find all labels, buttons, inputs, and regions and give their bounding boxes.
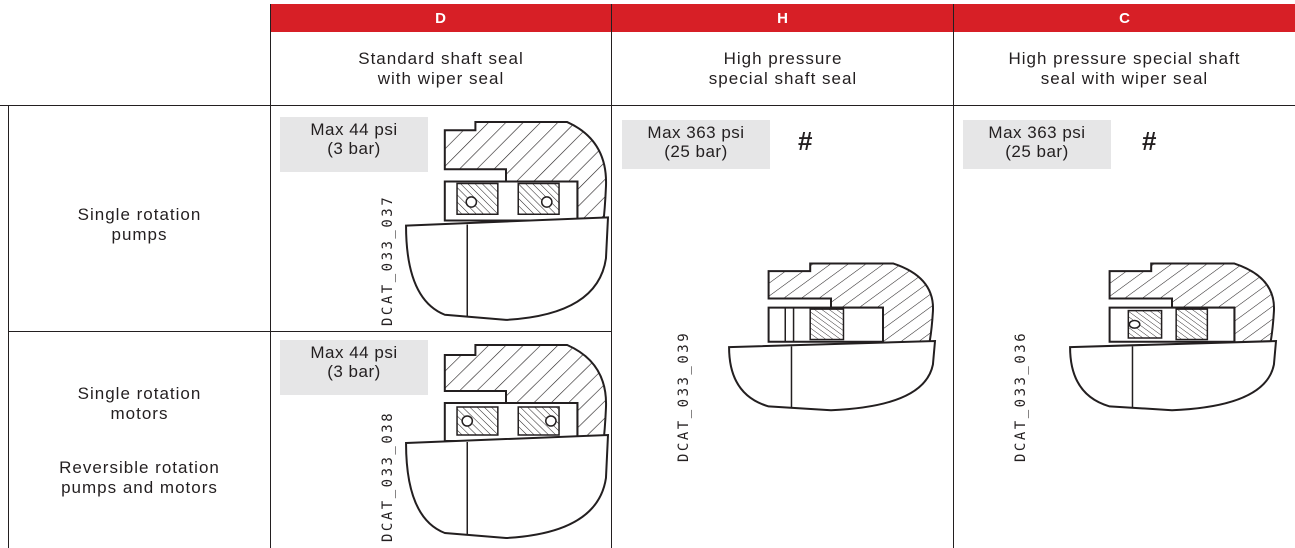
- grid-line: [8, 105, 9, 548]
- grid-line: [8, 331, 612, 332]
- description-line: with wiper seal: [377, 69, 505, 88]
- description-line: Standard shaft seal: [358, 49, 524, 68]
- grid-line: [0, 105, 1295, 106]
- grid-line: [270, 4, 271, 548]
- column-description-h: High pressure special shaft seal: [612, 33, 954, 105]
- row-label-reversible: Reversible rotation pumps and motors: [9, 458, 270, 498]
- row-label-motors: Single rotation motors: [9, 384, 270, 424]
- row-label-line: Single rotation: [77, 384, 202, 403]
- pressure-rating-c: Max 363 psi (25 bar): [963, 120, 1111, 169]
- description-line: special shaft seal: [708, 69, 858, 88]
- row-label-line: Reversible rotation: [59, 458, 220, 477]
- pressure-line: Max 363 psi: [988, 123, 1086, 142]
- note-marker-c: #: [1142, 126, 1157, 156]
- pressure-line: Max 44 psi: [310, 120, 398, 139]
- row-label-line: Single rotation: [77, 205, 202, 224]
- description-line: High pressure: [723, 49, 843, 68]
- pressure-line: (25 bar): [664, 142, 728, 161]
- column-header-h: H: [612, 4, 953, 32]
- pressure-line: Max 363 psi: [647, 123, 745, 142]
- description-line: High pressure special shaft: [1008, 49, 1241, 68]
- row-label-line: pumps: [111, 225, 168, 244]
- drawing-code-h: DCAT_033_039: [676, 330, 692, 462]
- seal-drawing-d-motors: [404, 343, 608, 543]
- pressure-line: (3 bar): [327, 139, 381, 158]
- note-marker-h: #: [798, 126, 813, 156]
- row-label-pumps: Single rotation pumps: [9, 205, 270, 245]
- pressure-line: (3 bar): [327, 362, 381, 381]
- seal-drawing-c: [1068, 262, 1276, 414]
- pressure-rating-h: Max 363 psi (25 bar): [622, 120, 770, 169]
- seal-drawing-d-pumps: [404, 120, 608, 325]
- grid-line: [953, 4, 954, 548]
- seal-drawing-h: [727, 262, 935, 414]
- row-label-line: pumps and motors: [61, 478, 218, 497]
- pressure-rating-d-motors: Max 44 psi (3 bar): [280, 340, 428, 395]
- column-description-d: Standard shaft seal with wiper seal: [270, 33, 612, 105]
- column-description-c: High pressure special shaft seal with wi…: [954, 33, 1295, 105]
- column-header-d: D: [270, 4, 611, 32]
- drawing-code-c: DCAT_033_036: [1013, 330, 1029, 462]
- row-label-line: motors: [110, 404, 169, 423]
- pressure-line: (25 bar): [1005, 142, 1069, 161]
- pressure-line: Max 44 psi: [310, 343, 398, 362]
- drawing-code-d-motors: DCAT_033_038: [380, 410, 396, 542]
- pressure-rating-d-pumps: Max 44 psi (3 bar): [280, 117, 428, 172]
- drawing-code-d-pumps: DCAT_033_037: [380, 194, 396, 326]
- description-line: seal with wiper seal: [1040, 69, 1209, 88]
- grid-line: [611, 4, 612, 548]
- column-header-c: C: [954, 4, 1295, 32]
